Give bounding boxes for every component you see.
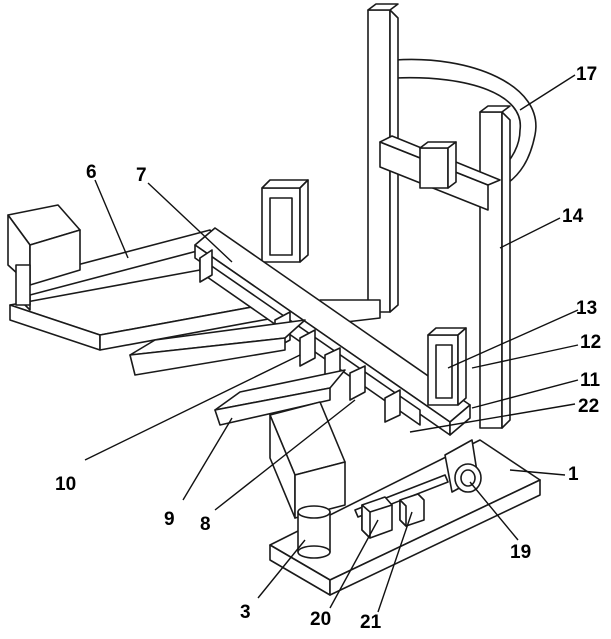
callout-21: 21 [360,612,382,633]
callout-19: 19 [510,542,531,563]
callout-11: 11 [580,370,601,391]
callout-8: 8 [200,514,211,535]
callout-13: 13 [576,298,597,319]
callout-14: 14 [562,206,584,227]
leader-6 [95,180,128,258]
callout-3: 3 [240,602,251,623]
leader-9 [183,418,232,500]
front-u-bracket [428,328,466,405]
callout-1: 1 [568,464,579,485]
callout-7: 7 [136,165,147,186]
leader-17 [520,75,575,110]
rear-u-bracket [262,180,308,262]
callout-20: 20 [310,609,331,630]
callout-6: 6 [86,162,97,183]
callout-12: 12 [580,332,601,353]
callout-17: 17 [576,64,597,85]
callout-9: 9 [164,509,175,530]
callout-10: 10 [55,474,76,495]
callout-22: 22 [578,396,599,417]
